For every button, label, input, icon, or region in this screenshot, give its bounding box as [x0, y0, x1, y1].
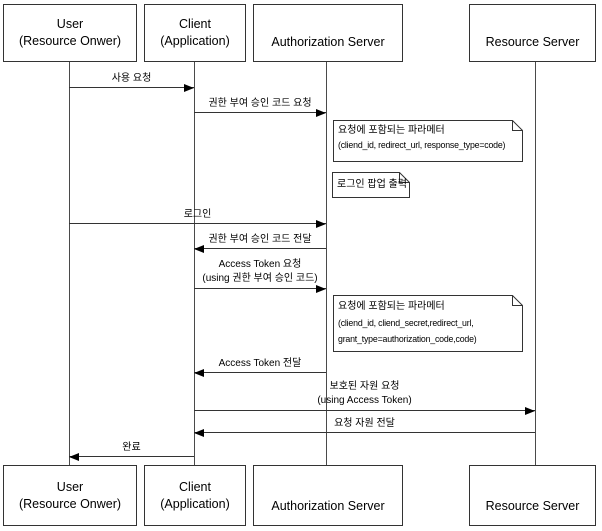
note-line: grant_type=authorization_code,code) [338, 334, 477, 344]
participant-sublabel: (Application) [160, 34, 230, 48]
note-line: (cliend_id, redirect_url, response_type=… [338, 140, 506, 150]
message-label: Access Token 요청 [218, 259, 302, 270]
note-line: 요청에 포함되는 파라메터 [338, 301, 445, 312]
lifeline-resource-server [535, 62, 536, 465]
arrowhead-right-icon [316, 219, 326, 228]
participant-label: Authorization Server [271, 35, 385, 49]
participant-resource-server-top: Resource Server [469, 4, 596, 62]
participant-resource-server-bottom: Resource Server [469, 465, 596, 526]
arrowhead-left-icon [194, 244, 204, 253]
message-line [69, 87, 194, 88]
participant-sublabel: (Resource Onwer) [18, 34, 122, 48]
message-label: 권한 부여 승인 코드 요청 [208, 98, 312, 109]
participant-authorization-server-top: Authorization Server [253, 4, 403, 62]
note-request-params-2: 요청에 포함되는 파라메터 (cliend_id, cliend_secret,… [333, 295, 523, 352]
arrowhead-left-icon [194, 428, 204, 437]
arrowhead-right-icon [316, 284, 326, 293]
arrowhead-right-icon [184, 83, 194, 92]
message-line [194, 372, 326, 373]
arrowhead-left-icon [69, 452, 79, 461]
participant-user-bottom: User (Resource Onwer) [3, 465, 137, 526]
message-line [194, 432, 535, 433]
message-line [69, 456, 194, 457]
arrowhead-right-icon [316, 108, 326, 117]
note-line: 로그인 팝업 출력 [337, 179, 407, 190]
participant-sublabel: (Application) [160, 496, 230, 511]
participant-label: User [56, 17, 84, 31]
message-line [194, 112, 326, 113]
lifeline-authorization-server [326, 62, 327, 465]
message-label: 사용 요청 [111, 73, 152, 84]
message-line [194, 288, 326, 289]
message-label: 완료 [122, 442, 141, 453]
participant-authorization-server-bottom: Authorization Server [253, 465, 403, 526]
note-shape-icon [333, 120, 523, 162]
message-line [194, 410, 535, 411]
arrowhead-right-icon [525, 406, 535, 415]
note-text: 로그인 팝업 출력 [332, 172, 410, 192]
arrowhead-left-icon [194, 368, 204, 377]
participant-client-bottom: Client (Application) [144, 465, 246, 526]
participant-sublabel: (Resource Onwer) [18, 496, 122, 511]
participant-label: Resource Server [485, 35, 580, 49]
message-sublabel: (using Access Token) [317, 395, 412, 406]
participant-label: Client [179, 479, 211, 494]
note-shape-icon [332, 172, 410, 198]
note-shape-icon [333, 295, 523, 352]
message-label: 권한 부여 승인 코드 전달 [208, 234, 312, 245]
message-label: 요청 자원 전달 [334, 418, 395, 429]
message-sublabel: (using 권한 부여 승인 코드) [202, 273, 318, 284]
message-label: Access Token 전달 [218, 358, 302, 369]
participant-user-top: User (Resource Onwer) [3, 4, 137, 62]
message-line [69, 223, 326, 224]
note-login-popup: 로그인 팝업 출력 [332, 172, 410, 198]
lifeline-client [194, 62, 195, 465]
participant-label: User [56, 479, 84, 494]
note-line: (cliend_id, cliend_secret,redirect_url, [338, 318, 474, 328]
lifeline-user [69, 62, 70, 465]
note-text: 요청에 포함되는 파라메터 (cliend_id, redirect_url, … [333, 120, 523, 152]
note-text: 요청에 포함되는 파라메터 (cliend_id, cliend_secret,… [333, 295, 523, 347]
message-line [194, 248, 326, 249]
message-label: 로그인 [183, 209, 212, 220]
participant-client-top: Client (Application) [144, 4, 246, 62]
message-label: 보호된 자원 요청 [329, 381, 400, 392]
participant-label: Client [179, 17, 211, 31]
note-request-params-1: 요청에 포함되는 파라메터 (cliend_id, redirect_url, … [333, 120, 523, 162]
note-line: 요청에 포함되는 파라메터 [338, 125, 445, 136]
participant-label: Resource Server [485, 499, 580, 513]
participant-label: Authorization Server [271, 499, 385, 513]
